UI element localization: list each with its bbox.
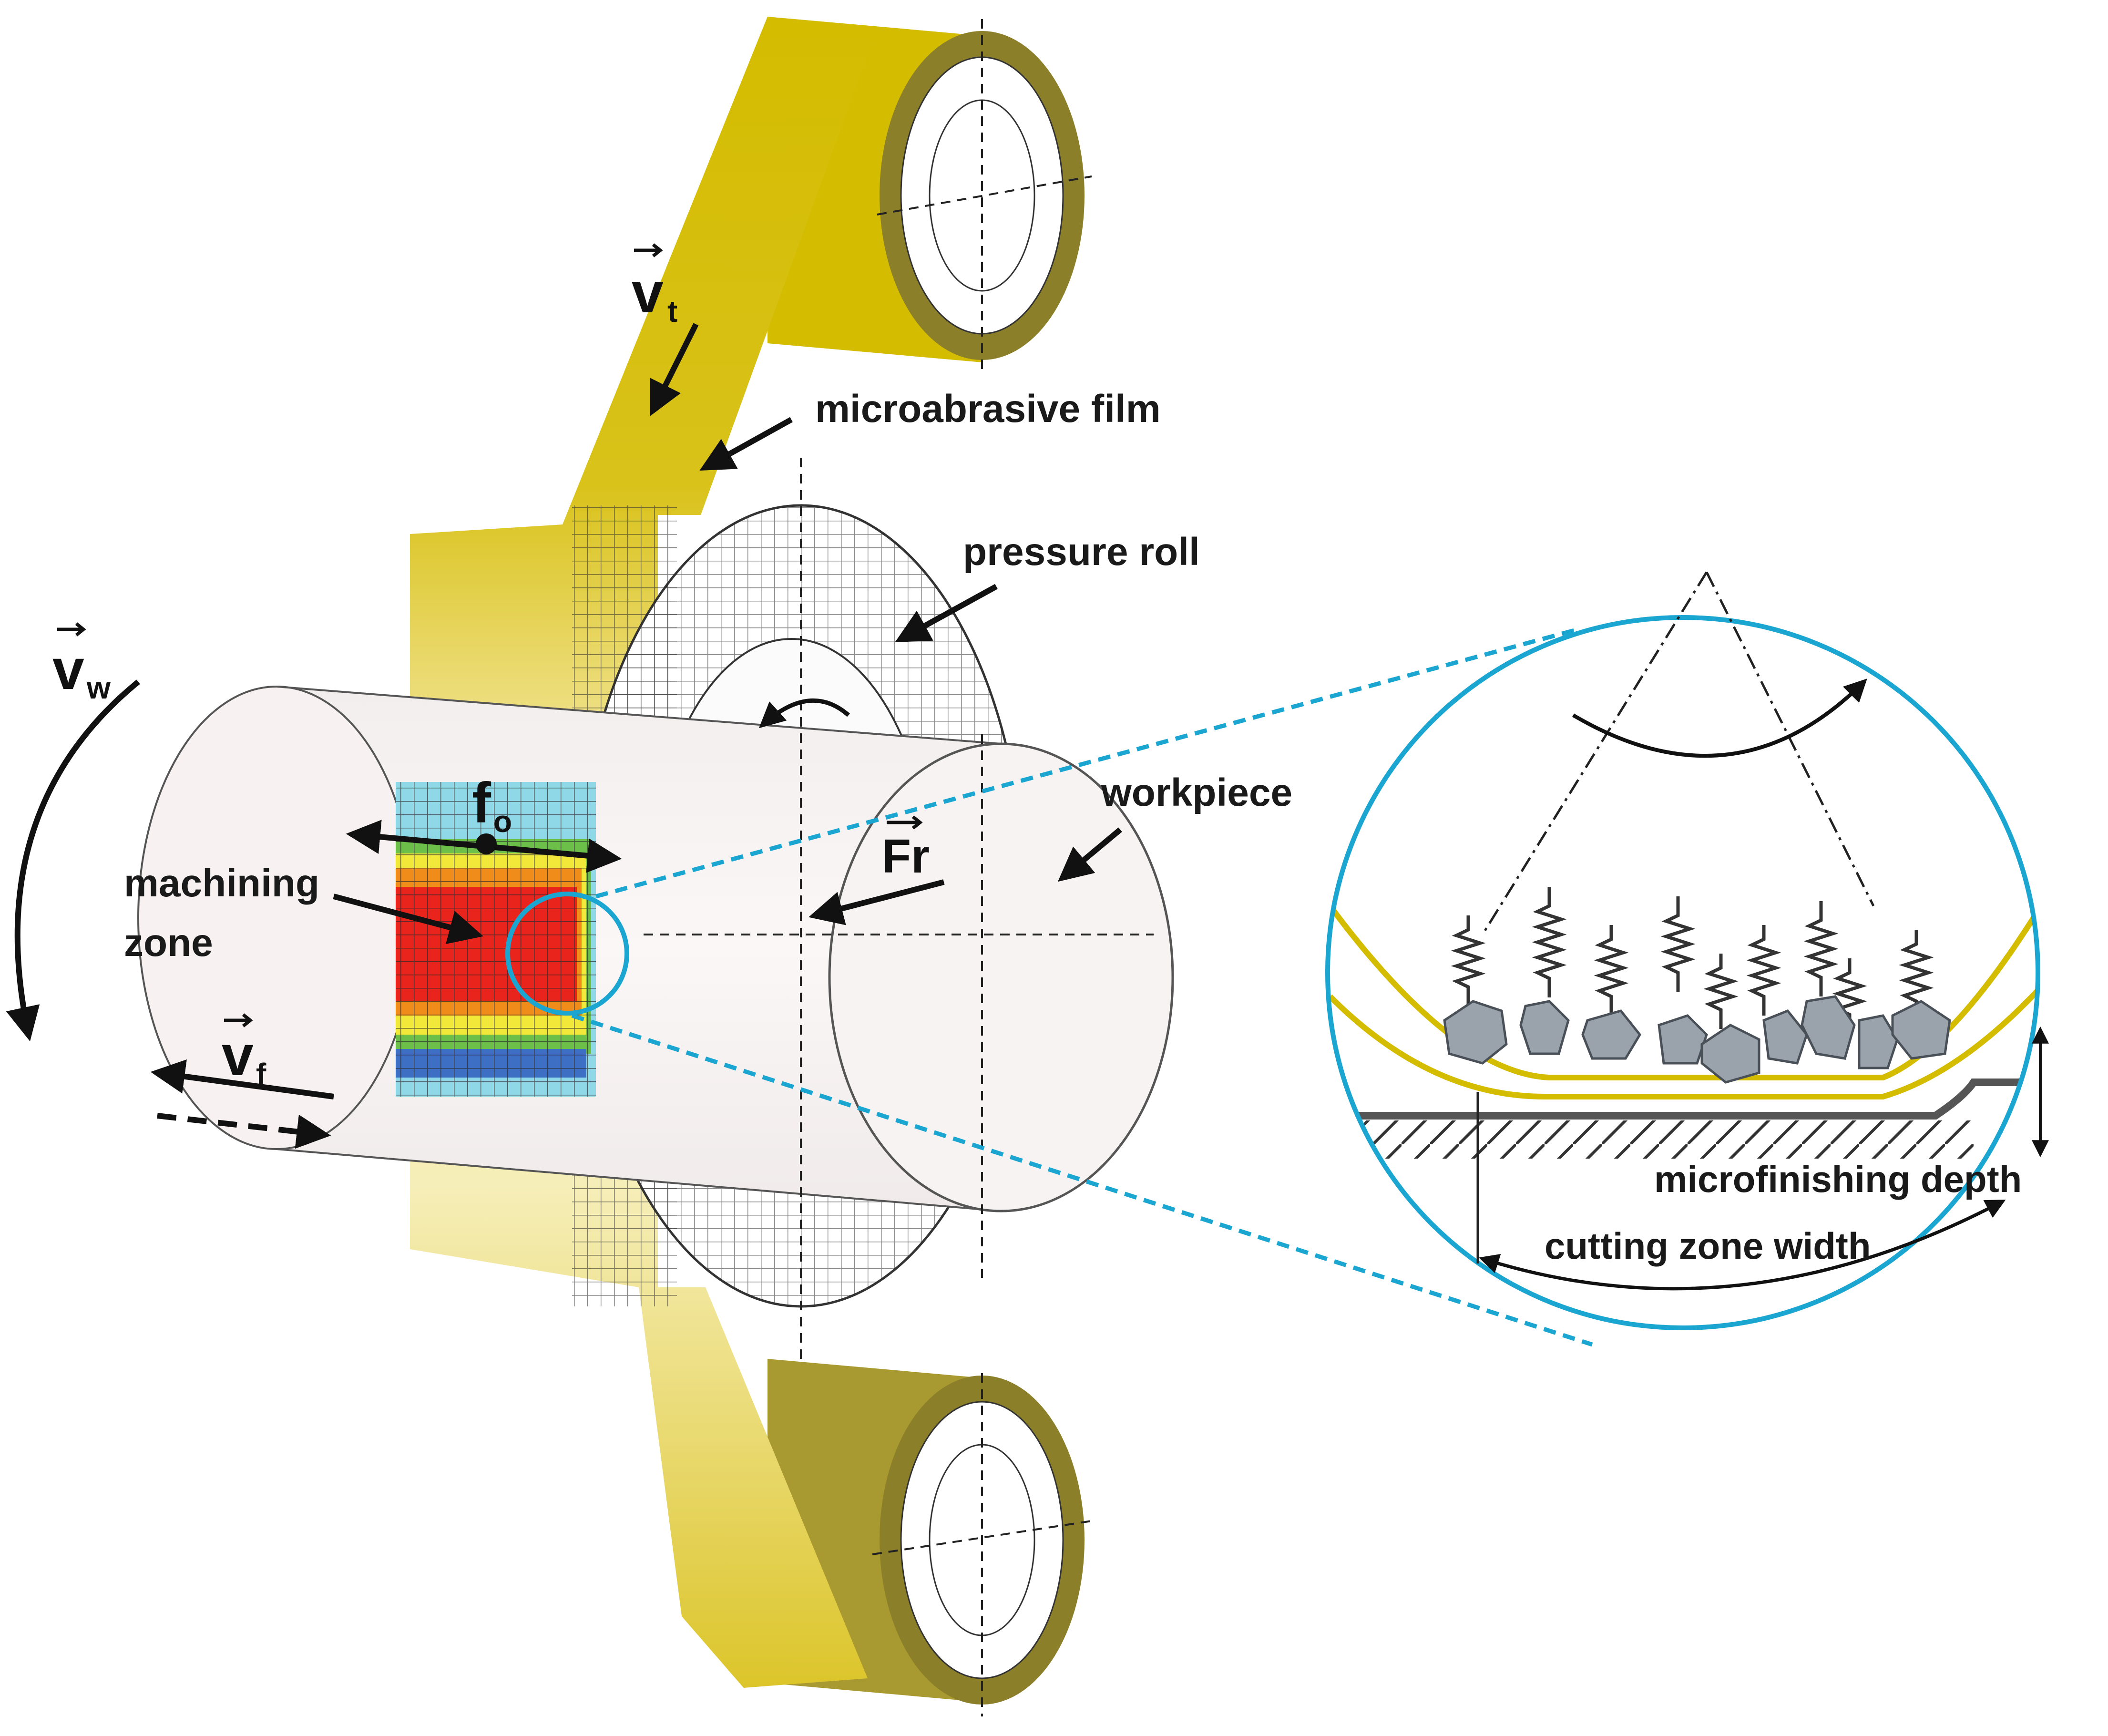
film-leader-arrow: [699, 417, 793, 471]
cone-line-left: [1481, 571, 1708, 935]
film-inner-curve: [1328, 975, 2038, 1099]
zone-leader-arrow: [333, 894, 483, 944]
symbol-vf-sub: f: [256, 1057, 266, 1091]
fo-point: [476, 833, 497, 854]
symbol-vf: v: [222, 1024, 254, 1088]
label-cutting-zone-width: cutting zone width: [1545, 1225, 1871, 1267]
symbol-vt: v: [632, 261, 664, 325]
cone-line-right: [1705, 571, 1875, 907]
vf-dashed-arrow: [157, 1113, 331, 1149]
detail-view: [1325, 571, 2049, 1330]
label-pressure-roll: pressure roll: [963, 530, 1200, 574]
label-machining: machining: [124, 862, 319, 905]
roll-leader-arrow: [895, 584, 998, 642]
callout-line-top: [595, 627, 1579, 899]
symbol-fo-sub: o: [493, 804, 512, 839]
vf-solid-arrow: [150, 1059, 334, 1099]
label-microfinishing-depth: microfinishing depth: [1654, 1158, 2022, 1200]
label-workpiece: workpiece: [1101, 771, 1292, 814]
film-outer-curve: [1328, 890, 2038, 1080]
vector-overbars: [57, 243, 923, 1027]
symbol-vt-sub: t: [667, 294, 677, 329]
workpiece-surface: [1328, 1079, 2038, 1120]
label-microabrasive-film: microabrasive film: [815, 387, 1161, 431]
vw-rotation-arrow: [6, 679, 140, 1042]
symbol-fo: f: [472, 771, 491, 835]
symbol-vw: v: [52, 637, 84, 701]
oscillation-arrow: [1572, 678, 1867, 758]
workpiece-leader-arrow: [1057, 827, 1122, 882]
callout-line-bottom: [571, 1013, 1593, 1347]
detail-source-circle: [505, 892, 629, 1016]
abrasive-grits: [1443, 995, 1951, 1084]
symbol-vw-sub: w: [86, 671, 111, 705]
symbol-fr: Fr: [882, 830, 930, 883]
roll-rotation-arrow: [758, 699, 850, 729]
width-dim-arc: [1478, 1200, 2006, 1291]
label-zone: zone: [124, 921, 213, 965]
fr-arrow: [808, 879, 945, 925]
vt-arrow: [650, 323, 699, 416]
grit-springs: [1451, 887, 1934, 1034]
